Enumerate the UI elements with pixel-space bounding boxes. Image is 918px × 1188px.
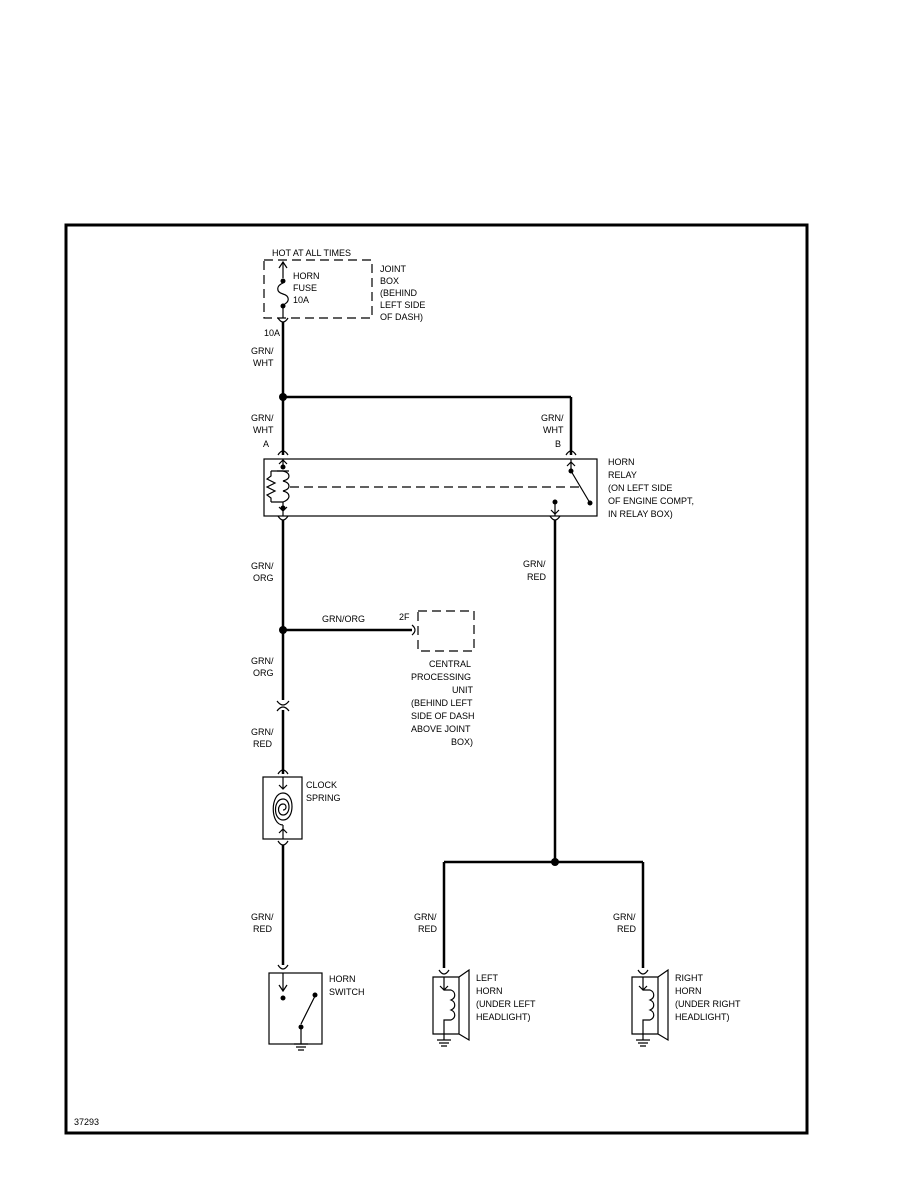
cpu-label-3: UNIT — [452, 685, 473, 695]
joint-box-label-1: JOINT — [380, 264, 407, 274]
clock-spring-label-2: SPRING — [306, 793, 341, 803]
wire-label-w3-a: GRN/ — [541, 413, 564, 423]
wire-label-w6-a: GRN/ — [251, 656, 274, 666]
horn-relay-label-5: IN RELAY BOX) — [608, 509, 673, 519]
cpu-connector — [411, 624, 416, 636]
horn-relay-label-1: HORN — [608, 457, 635, 467]
right-horn-label-1: RIGHT — [675, 973, 704, 983]
wire-label-w7-a: GRN/ — [251, 727, 274, 737]
cpu-label-6: ABOVE JOINT — [411, 724, 471, 734]
relay-coil-dot-bottom — [280, 505, 286, 511]
horn-fuse-label-1: HORN — [293, 271, 320, 281]
left-horn-label-1: LEFT — [476, 973, 499, 983]
horn-switch-label-1: HORN — [329, 974, 356, 984]
relay-coil-resistor — [265, 470, 283, 503]
wire-label-w6-b: ORG — [253, 668, 274, 678]
joint-box-label-4: LEFT SIDE — [380, 300, 425, 310]
horn-switch-contact — [280, 995, 286, 1001]
horn-switch-box — [268, 972, 323, 1045]
horn-switch-connector — [277, 964, 289, 970]
relay-pin-b: B — [555, 439, 561, 449]
horn-fuse-label-3: 10A — [293, 295, 309, 305]
wire-label-w2-b: WHT — [253, 425, 274, 435]
right-horn-coil — [638, 977, 655, 1034]
left-horn-connector — [438, 969, 450, 975]
right-horn-ground-icon — [636, 1034, 650, 1047]
right-horn-label-3: (UNDER RIGHT — [675, 999, 741, 1009]
fuse-terminal-bottom — [280, 303, 286, 309]
wire-label-w4-b: ORG — [253, 573, 274, 583]
wire-label-w3-b: WHT — [543, 425, 564, 435]
joint-box-label-5: OF DASH) — [380, 312, 423, 322]
left-horn-label-4: HEADLIGHT) — [476, 1012, 531, 1022]
left-horn-ground-icon — [437, 1034, 451, 1047]
inline-connector — [276, 700, 290, 712]
horn-fuse-symbol — [277, 262, 289, 318]
relay-pin-a: A — [263, 439, 269, 449]
horn-relay-label-3: (ON LEFT SIDE — [608, 483, 672, 493]
relay-switch-input — [566, 459, 576, 470]
cpu-label-7: BOX) — [451, 737, 473, 747]
fuse-arrow-in — [278, 260, 288, 269]
right-horn-body — [631, 968, 669, 1042]
joint-box-outline — [263, 259, 373, 319]
relay-coil-winding — [282, 470, 290, 503]
clock-spring-coil — [272, 777, 293, 839]
wire-label-w2-a: GRN/ — [251, 413, 274, 423]
figure-id: 37293 — [74, 1117, 99, 1127]
joint-box-label-3: (BEHIND — [380, 288, 418, 298]
relay-switch-output — [550, 502, 560, 516]
horn-fuse-label-2: FUSE — [293, 283, 317, 293]
horn-switch-arm-end — [312, 992, 318, 998]
wire-label-w10-b: RED — [418, 924, 438, 934]
wire-label-w1-a: GRN/ — [251, 346, 274, 356]
relay-connector-a — [277, 450, 289, 456]
cpu-label-2: PROCESSING — [411, 672, 471, 682]
wire-label-w5: GRN/ORG — [322, 614, 365, 624]
fuse-amp-label: 10A — [264, 328, 280, 338]
horn-switch-label-2: SWITCH — [329, 987, 365, 997]
left-horn-coil — [439, 977, 456, 1034]
horn-relay-label-4: OF ENGINE COMPT, — [608, 496, 694, 506]
wire-label-w8-a: GRN/ — [251, 912, 274, 922]
relay-switch-arm — [570, 470, 591, 504]
clock-spring-label-1: CLOCK — [306, 780, 337, 790]
relay-connector-b — [565, 450, 577, 456]
horn-switch-ground-icon — [294, 1027, 308, 1051]
horn-switch-symbol — [278, 973, 316, 1025]
relay-coil-dot-top — [280, 464, 286, 470]
joint-box-label-2: BOX — [380, 276, 399, 286]
left-horn-label-3: (UNDER LEFT — [476, 999, 536, 1009]
left-horn-label-2: HORN — [476, 986, 503, 996]
right-horn-label-2: HORN — [675, 986, 702, 996]
left-horn-body — [432, 968, 470, 1042]
wire-label-w11-b: RED — [617, 924, 637, 934]
right-horn-label-4: HEADLIGHT) — [675, 1012, 730, 1022]
wire-label-w8-b: RED — [253, 924, 273, 934]
wire-label-w4-a: GRN/ — [251, 561, 274, 571]
right-horn-connector — [637, 969, 649, 975]
fuse-terminal-top — [280, 278, 286, 284]
clock-spring-connector-bottom — [277, 840, 289, 846]
cpu-label-5: SIDE OF DASH — [411, 711, 475, 721]
wire-label-w9-a: GRN/ — [523, 559, 546, 569]
clock-spring-connector-top — [277, 769, 289, 775]
wire-label-w7-b: RED — [253, 739, 273, 749]
cpu-pin: 2F — [399, 612, 410, 622]
cpu-label-1: CENTRAL — [429, 659, 471, 669]
relay-switch-arm-end — [587, 500, 593, 506]
horn-relay-box — [263, 458, 598, 517]
wire-label-w10-a: GRN/ — [414, 912, 437, 922]
horn-relay-label-2: RELAY — [608, 470, 637, 480]
cpu-label-4: (BEHIND LEFT — [411, 698, 473, 708]
wire-label-w1-b: WHT — [253, 358, 274, 368]
diagram-frame — [64, 223, 809, 1135]
wire-label-w11-a: GRN/ — [613, 912, 636, 922]
hot-at-all-times-label: HOT AT ALL TIMES — [272, 248, 351, 258]
cpu-box — [417, 610, 475, 652]
wire-label-w9-b: RED — [527, 572, 547, 582]
